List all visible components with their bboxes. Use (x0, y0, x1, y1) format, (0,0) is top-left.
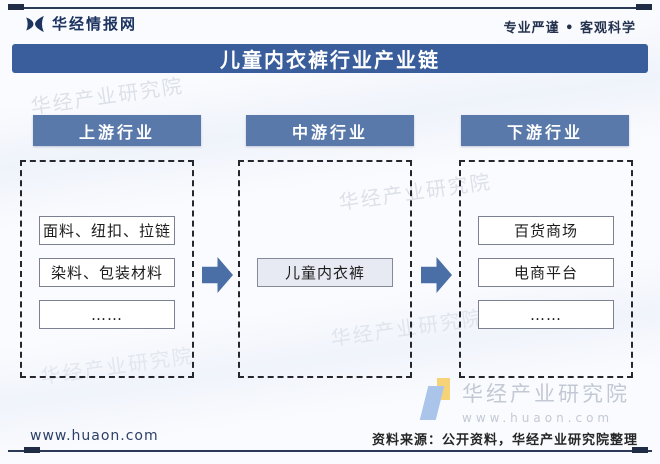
upstream-group-box: 面料、纽扣、拉链 染料、包装材料 …… (20, 160, 194, 378)
column-header-upstream: 上游行业 (33, 115, 201, 146)
bottom-divider-cap-left (24, 447, 40, 453)
top-divider (8, 7, 652, 9)
midstream-item: 儿童内衣裤 (257, 258, 393, 287)
header-tagline: 专业严谨 • 客观科学 (503, 21, 636, 36)
watermark-company-name: 华经产业研究院 (462, 382, 630, 406)
watermark-url: www.huaon.com (462, 411, 614, 425)
brand-name: 华经情报网 (52, 15, 138, 33)
upstream-item: 染料、包装材料 (39, 258, 175, 287)
upstream-item: …… (39, 300, 175, 329)
top-divider-cap-right (636, 4, 652, 10)
midstream-group-box: 儿童内衣裤 (238, 160, 412, 378)
footer-source-note: 资料来源：公开资料，华经产业研究院整理 (371, 433, 638, 448)
downstream-item: 百货商场 (478, 216, 614, 245)
huajing-logo-icon (24, 14, 46, 34)
downstream-item: …… (478, 300, 614, 329)
watermark-logo-icon (419, 378, 452, 420)
page-title: 儿童内衣裤行业产业链 (12, 44, 648, 73)
upstream-item: 面料、纽扣、拉链 (39, 216, 175, 245)
downstream-group-box: 百货商场 电商平台 …… (459, 160, 633, 378)
brand: 华经情报网 (24, 13, 137, 34)
bottom-divider-cap-right (632, 447, 648, 453)
watermark-logo-block: 华经产业研究院 www.huaon.com (419, 378, 630, 425)
footer-url: www.huaon.com (30, 428, 159, 444)
column-header-midstream: 中游行业 (246, 115, 414, 146)
watermark-text: 华经产业研究院 (29, 73, 186, 119)
arrow-right-icon (421, 257, 452, 293)
arrow-right-icon (202, 257, 233, 293)
bottom-divider (8, 450, 652, 452)
downstream-item: 电商平台 (478, 258, 614, 287)
top-divider-cap-left (8, 4, 24, 10)
column-header-downstream: 下游行业 (461, 115, 629, 146)
